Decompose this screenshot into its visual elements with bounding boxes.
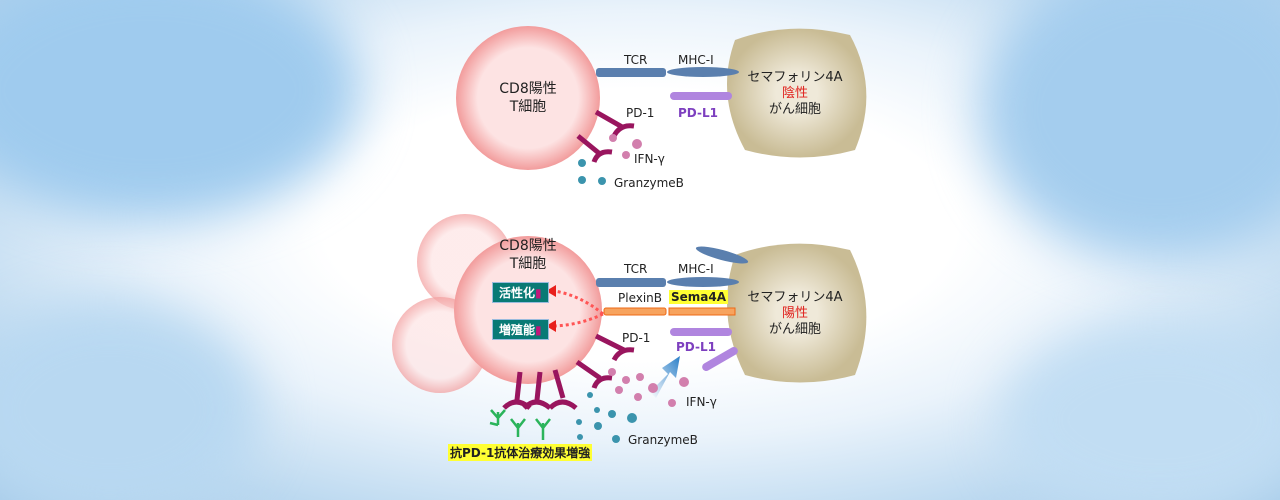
plexinb-label: PlexinB: [618, 291, 663, 305]
cancer-cell: [727, 28, 867, 158]
pd1-label: PD-1: [626, 106, 655, 120]
cancer-cell: [727, 243, 867, 383]
sky-bg: [1000, 320, 1280, 500]
proliferation-badge: 増殖能▮: [492, 319, 549, 340]
ifn-label: IFN-γ: [686, 395, 717, 409]
pdl1-label: PD-L1: [676, 340, 716, 354]
sky-bg: [0, 300, 260, 500]
t-cell: [454, 236, 602, 384]
pdl1: [670, 92, 732, 100]
plexinb: [603, 307, 667, 316]
tcr: [596, 278, 666, 287]
antibodies: [489, 409, 551, 440]
cytokines: [578, 134, 642, 185]
granzymes: [576, 392, 637, 443]
mhc: [667, 67, 739, 77]
tcr: [596, 68, 666, 77]
dotted-arrow: [553, 289, 604, 316]
mhc-label: MHC-I: [678, 262, 714, 276]
ifn-label: IFN-γ: [634, 152, 665, 166]
pd1-receptors: [576, 109, 635, 163]
sema4a-label: Sema4A: [669, 290, 729, 304]
pdl1: [670, 328, 732, 336]
mhc-label: MHC-I: [678, 53, 714, 67]
activation-badge: 活性化▮: [492, 282, 549, 303]
pd1-label: PD-1: [622, 331, 651, 345]
effect-label: 抗PD-1抗体治療効果増強: [448, 444, 593, 461]
granzyme-label: GranzymeB: [614, 176, 684, 190]
tcr-label: TCR: [624, 53, 648, 67]
t-cell: [456, 26, 600, 170]
granzyme-label: GranzymeB: [628, 433, 698, 447]
pdl1-label: PD-L1: [678, 106, 718, 120]
sema4a: [668, 307, 736, 316]
tcr-label: TCR: [624, 262, 648, 276]
cytokines: [608, 368, 689, 407]
pd1-receptors: [502, 333, 635, 410]
